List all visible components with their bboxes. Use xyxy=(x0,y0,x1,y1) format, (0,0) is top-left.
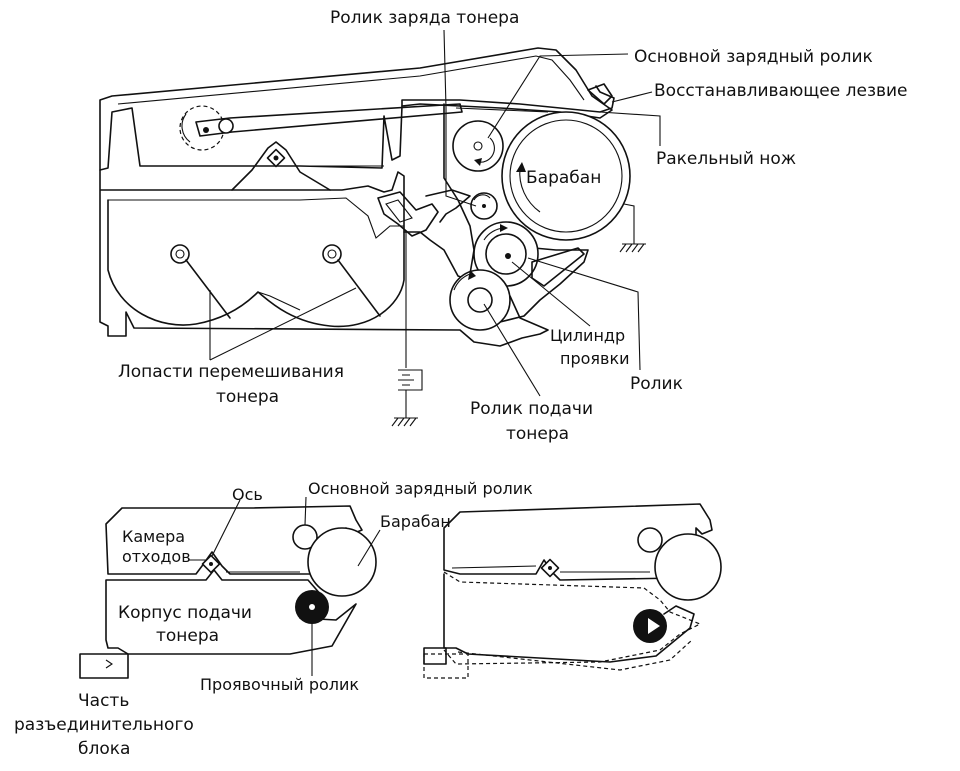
agitator-axle-left-inner xyxy=(175,249,185,259)
leader-developer-cylinder xyxy=(511,261,591,327)
separation-part-notch xyxy=(105,659,113,669)
leader-axis xyxy=(211,499,241,557)
label-toner-supply-roller-1: Ролик подачи xyxy=(470,399,593,419)
agitator-axle-left xyxy=(170,244,190,264)
label-developer-roller: Проявочный ролик xyxy=(200,675,359,694)
leader-toner-supply-roller xyxy=(483,303,541,397)
blade-line xyxy=(455,107,549,113)
main-charge-roller-arrow xyxy=(477,137,495,163)
battery-symbol xyxy=(398,369,423,391)
drum xyxy=(501,111,631,241)
toner-supply-roller-inner xyxy=(467,287,493,313)
agitator-trough xyxy=(107,199,405,328)
bias-ground-symbol xyxy=(391,417,418,427)
leader-toner-charge-roller xyxy=(443,29,477,207)
arm-pivot-arrow xyxy=(181,113,191,143)
br-main-charge-roller xyxy=(637,527,663,553)
leader-main-charge-roller xyxy=(487,53,629,139)
top-cartridge-cross-section: Ролик заряда тонера Основной зарядный ро… xyxy=(99,8,908,444)
label-separation-part-3: блока xyxy=(78,739,130,759)
arm-pivot-circle xyxy=(179,105,225,151)
drum-arrow xyxy=(519,167,541,213)
toner-supply-roller-arrow xyxy=(453,273,471,291)
agitator-blade-right xyxy=(337,259,381,317)
label-waste-chamber-1: Камера xyxy=(122,527,185,546)
developer-blade xyxy=(531,247,585,287)
seal-box xyxy=(377,191,439,237)
label-separation-part-2: разъединительного xyxy=(14,715,194,735)
drum-ground-symbol xyxy=(619,243,646,253)
hinge-bracket xyxy=(231,141,331,191)
separation-part xyxy=(79,653,129,679)
bl-drum xyxy=(307,527,377,597)
label-toner-body-1: Корпус подачи xyxy=(118,603,252,623)
arm-pin-small xyxy=(203,127,209,133)
label-axis: Ось xyxy=(232,485,263,504)
main-charge-roller-arrowhead xyxy=(474,158,482,166)
br-lower-solid xyxy=(443,573,695,663)
label-bl-drum: Барабан xyxy=(380,512,451,531)
hinge-pivot-dot xyxy=(273,155,279,161)
agitator-trough-inner xyxy=(257,291,301,311)
waste-hopper-shell xyxy=(99,47,613,171)
label-restoring-blade: Восстанавливающее лезвие xyxy=(654,81,908,101)
label-developer-cylinder-2: проявки xyxy=(560,349,630,368)
arm-pin xyxy=(218,118,234,134)
developer-cylinder-core xyxy=(505,253,511,259)
toner-hopper-inner xyxy=(108,197,404,239)
developer-cylinder-inner xyxy=(485,233,527,275)
label-bl-main-charge-roller: Основной зарядный ролик xyxy=(308,479,533,498)
toner-supply-roller-arrowhead xyxy=(468,270,476,280)
label-main-charge-roller: Основной зарядный ролик xyxy=(634,47,873,67)
agitator-axle-right xyxy=(322,244,342,264)
label-doctor-blade: Ракельный нож xyxy=(656,149,796,169)
label-waste-chamber-2: отходов xyxy=(122,547,191,566)
br-axis-dot xyxy=(548,566,552,570)
leader-roller xyxy=(527,257,641,371)
label-stirring-blades-2: тонера xyxy=(216,387,279,407)
label-separation-part-1: Часть xyxy=(78,691,129,711)
leader-stirring-blades xyxy=(209,287,357,361)
agitator-blade-left xyxy=(185,259,231,319)
label-toner-supply-roller-2: тонера xyxy=(506,424,569,444)
label-roller: Ролик xyxy=(630,374,683,394)
toner-body-shell xyxy=(105,569,357,655)
toner-supply-roller-outer xyxy=(449,269,511,331)
br-separation-part-solid xyxy=(423,647,447,665)
swing-arm xyxy=(195,103,463,137)
bottom-right-cartridge xyxy=(423,503,722,679)
leader-bl-drum xyxy=(357,529,381,567)
leader-bl-main-charge xyxy=(304,496,307,526)
label-stirring-blades-1: Лопасти перемешивания xyxy=(118,362,344,382)
leader-restoring-blade xyxy=(611,91,653,103)
br-drum xyxy=(654,533,722,601)
toner-charge-roller-arrow xyxy=(473,194,491,201)
label-toner-charge-roller: Ролик заряда тонера xyxy=(330,8,519,28)
blade-holder xyxy=(401,85,615,113)
axis-dot xyxy=(209,562,213,566)
bottom-left-cartridge: Ось Основной зарядный ролик Барабан Каме… xyxy=(14,479,533,759)
label-drum: Барабан xyxy=(526,168,601,188)
bl-developer-roller-core xyxy=(309,604,315,610)
seal-box-inner xyxy=(385,199,413,223)
main-charge-roller-core xyxy=(473,141,483,151)
agitator-axle-right-inner xyxy=(327,249,337,259)
toner-charge-roller-core xyxy=(482,204,486,208)
drum-ground-line xyxy=(623,203,635,244)
developer-cylinder-arrowhead xyxy=(500,224,508,232)
label-developer-cylinder-1: Цилиндр xyxy=(550,326,625,345)
br-upper-inner xyxy=(451,565,650,573)
waste-hopper-inner xyxy=(117,55,585,105)
label-toner-body-2: тонера xyxy=(156,626,219,646)
drum-inner xyxy=(509,119,623,233)
drum-arrowhead xyxy=(516,162,526,172)
doctor-blade-leader xyxy=(599,111,661,146)
br-developer-roller-arrow xyxy=(648,618,660,634)
restoring-blade-tip xyxy=(587,83,613,105)
